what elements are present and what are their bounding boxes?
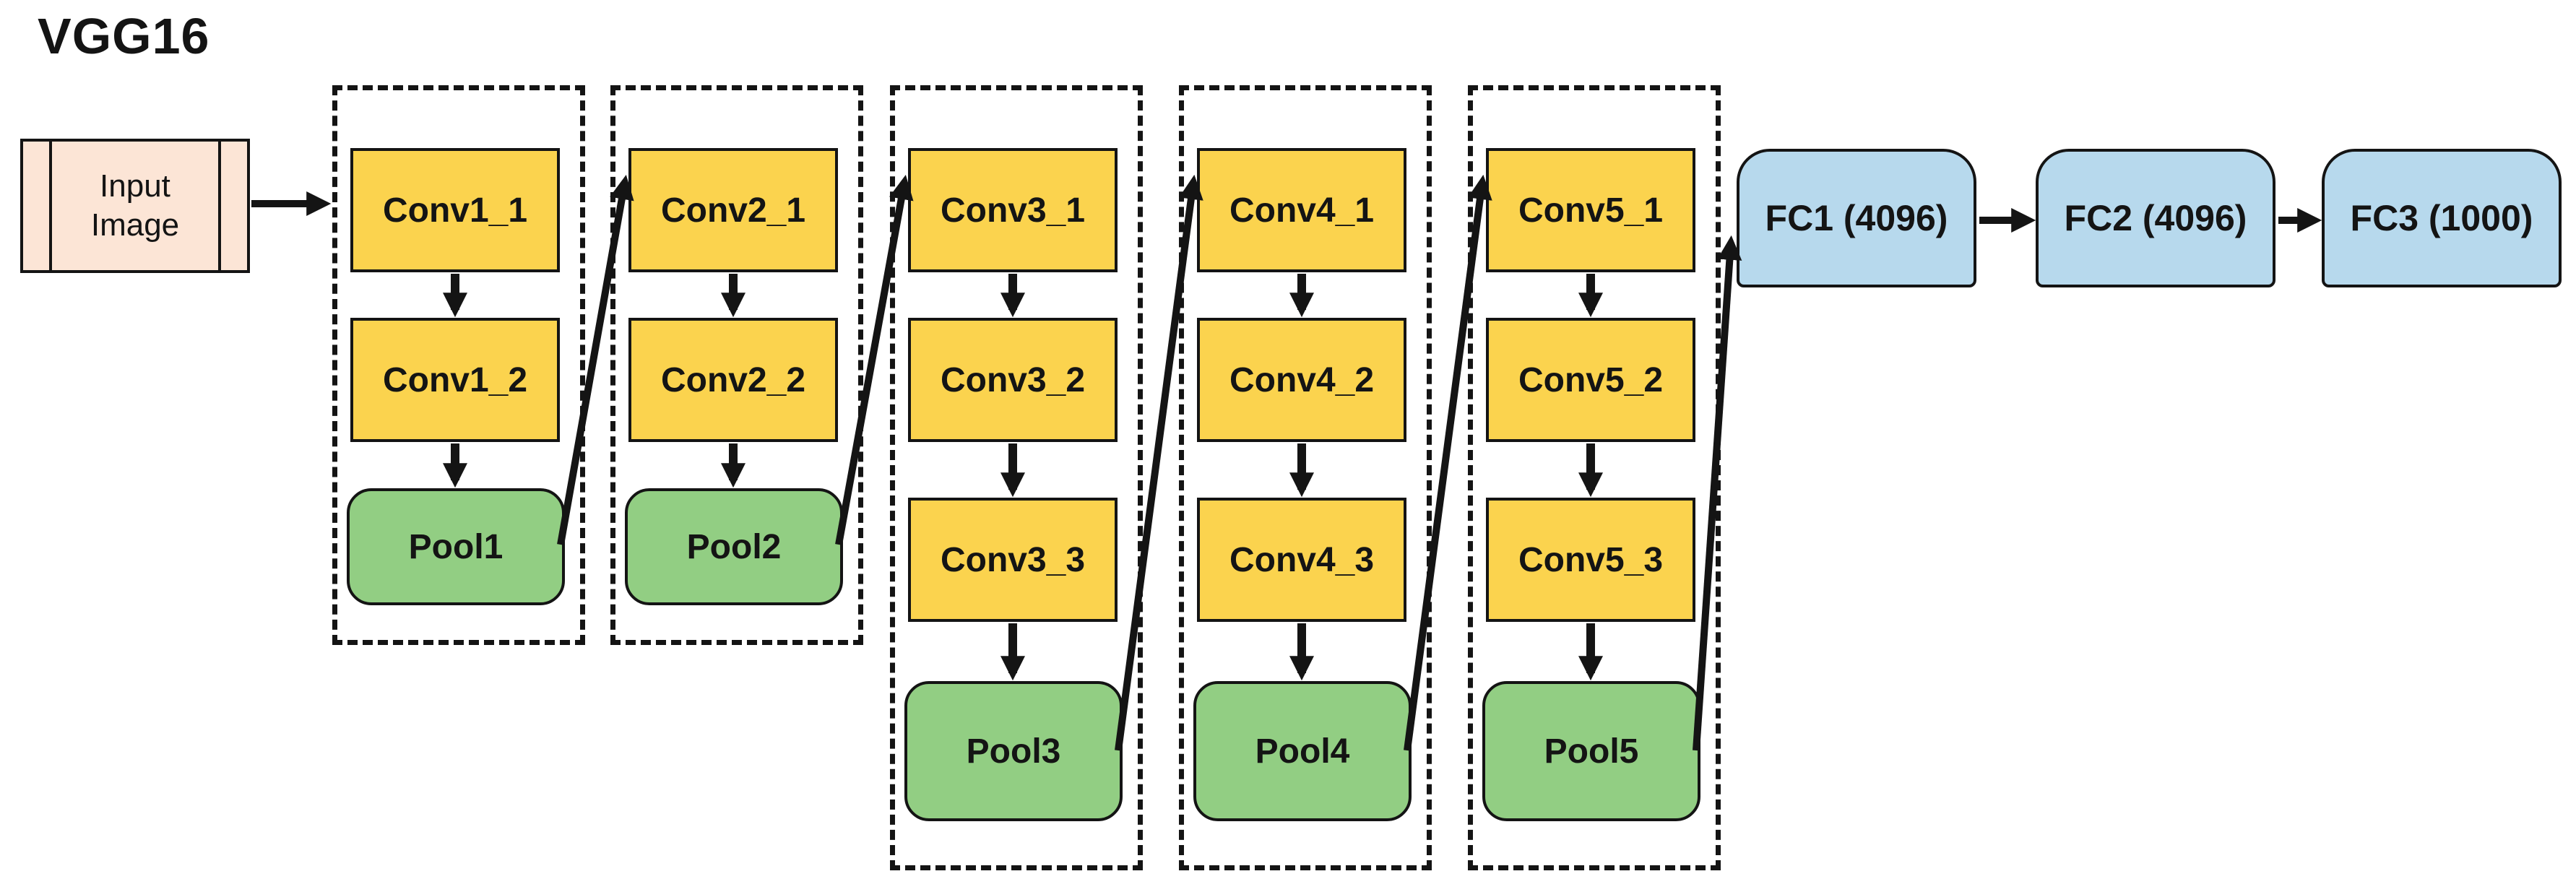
input-image-node: Input Image bbox=[20, 139, 250, 273]
fc2-node: FC2 (4096) bbox=[2036, 149, 2275, 287]
conv4_3-node: Conv4_3 bbox=[1197, 498, 1406, 622]
conv3_1-node: Conv3_1 bbox=[908, 148, 1118, 272]
conv5_2-node: Conv5_2 bbox=[1486, 318, 1695, 442]
conv4_2-node: Conv4_2 bbox=[1197, 318, 1406, 442]
conv3_2-node: Conv3_2 bbox=[908, 318, 1118, 442]
conv1_1-node: Conv1_1 bbox=[350, 148, 560, 272]
pool2-node: Pool2 bbox=[625, 488, 843, 605]
input-image-label: Input Image bbox=[91, 167, 179, 244]
input-film-line-right bbox=[218, 142, 221, 270]
diagram-title: VGG16 bbox=[38, 8, 210, 64]
pool3-node: Pool3 bbox=[904, 681, 1123, 821]
input-label-line2: Image bbox=[90, 207, 180, 243]
input-film-line-left bbox=[49, 142, 52, 270]
conv5_1-node: Conv5_1 bbox=[1486, 148, 1695, 272]
conv3_3-node: Conv3_3 bbox=[908, 498, 1118, 622]
pool1-node: Pool1 bbox=[347, 488, 565, 605]
conv4_1-node: Conv4_1 bbox=[1197, 148, 1406, 272]
pool4-node: Pool4 bbox=[1193, 681, 1412, 821]
conv1_2-node: Conv1_2 bbox=[350, 318, 560, 442]
conv5_3-node: Conv5_3 bbox=[1486, 498, 1695, 622]
conv2_2-node: Conv2_2 bbox=[628, 318, 838, 442]
fc1-node: FC1 (4096) bbox=[1737, 149, 1976, 287]
fc3-node: FC3 (1000) bbox=[2322, 149, 2562, 287]
input-label-line1: Input bbox=[100, 168, 170, 204]
pool5-node: Pool5 bbox=[1482, 681, 1700, 821]
conv2_1-node: Conv2_1 bbox=[628, 148, 838, 272]
